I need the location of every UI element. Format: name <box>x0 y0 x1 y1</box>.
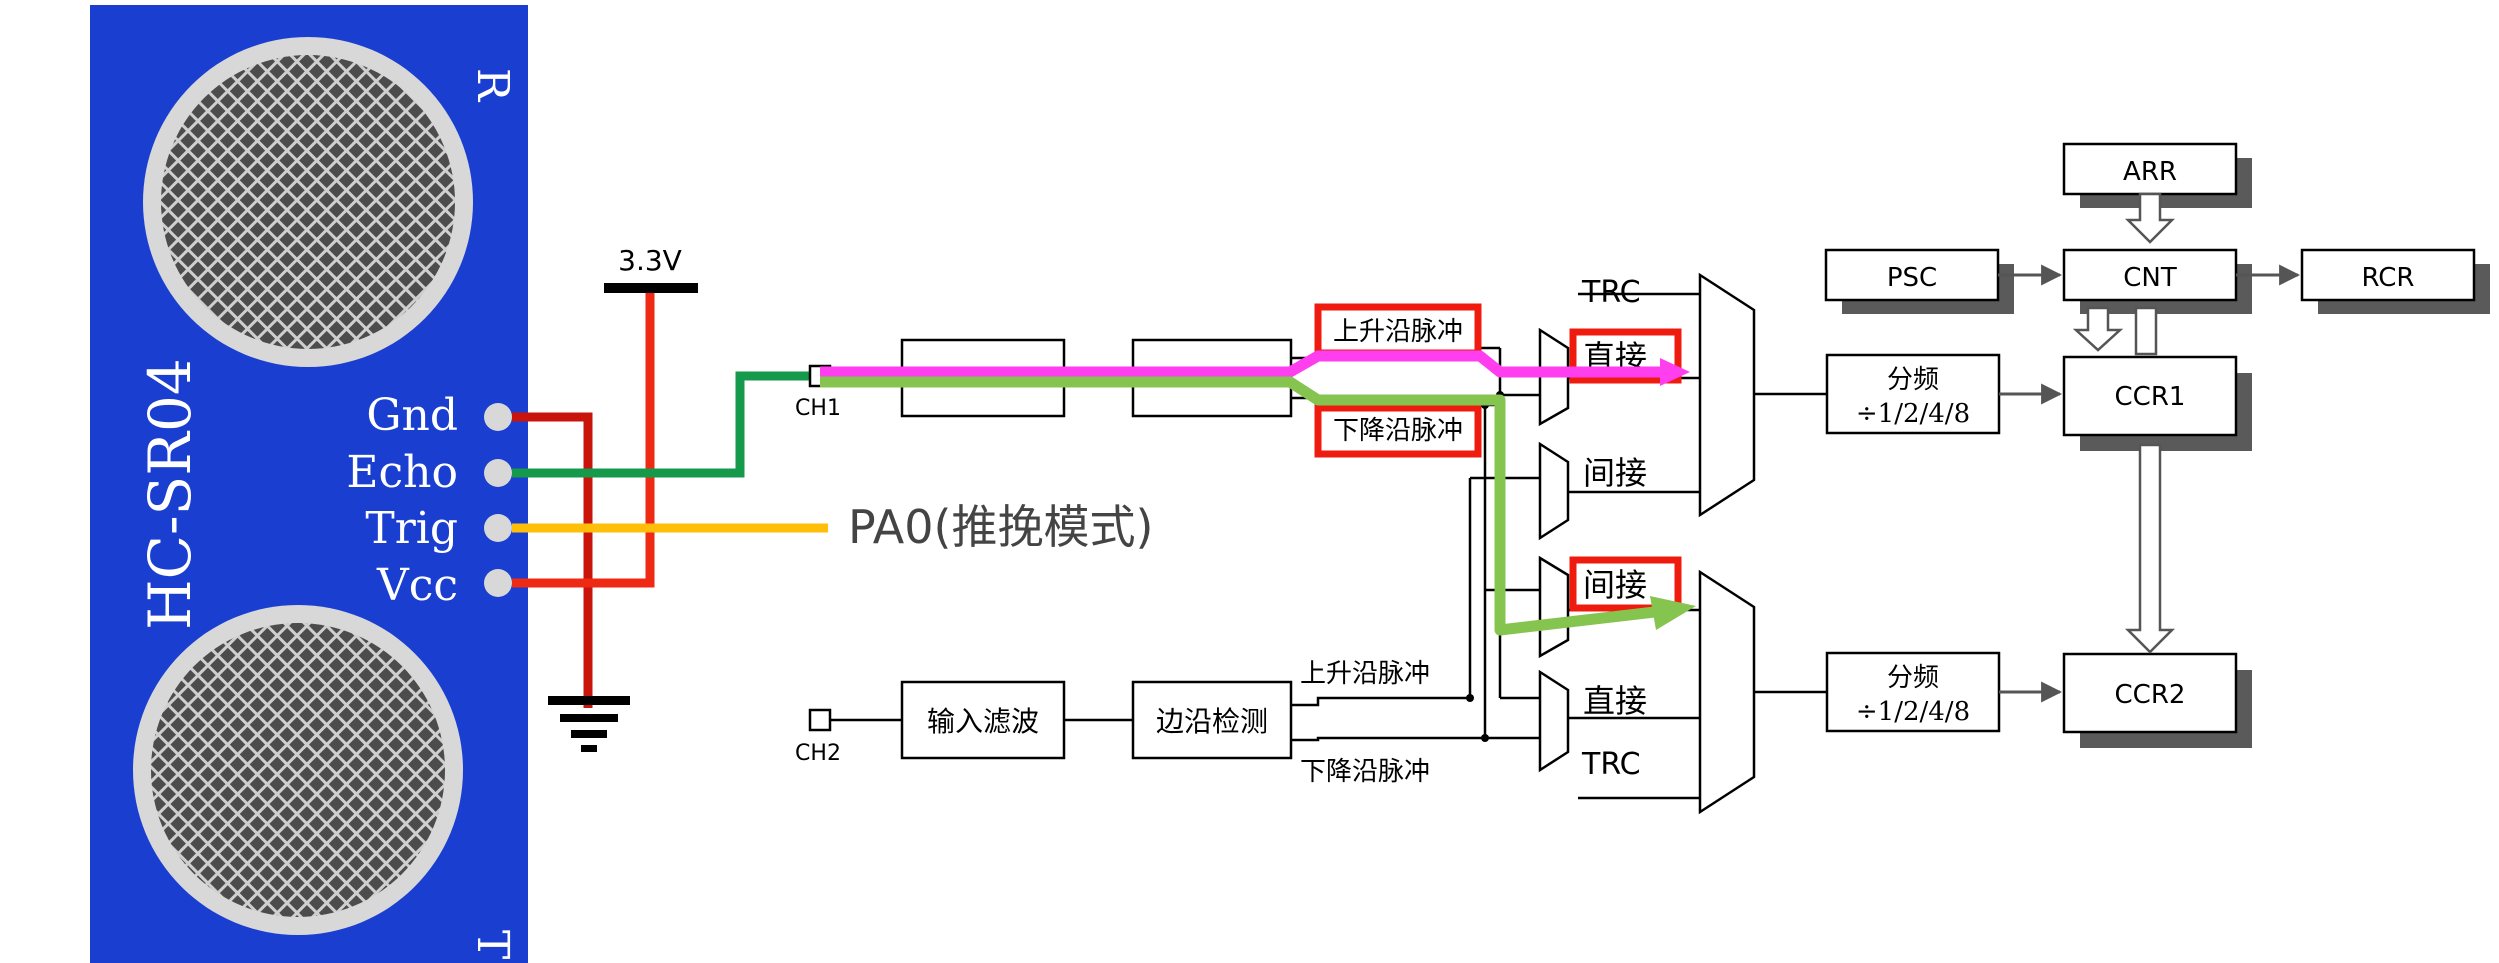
arr-label: ARR <box>2123 157 2177 187</box>
pin-vcc <box>484 569 512 597</box>
vcc-wire <box>512 290 655 588</box>
ic2-source-mux <box>1698 569 1756 815</box>
ic1-source-mux <box>1698 272 1756 518</box>
ch2-label: CH2 <box>795 741 841 766</box>
hc-sr04-board: R T HC-SR04 Gnd Echo Trig Vcc <box>90 5 528 963</box>
ch2-edge-detect-box <box>1131 680 1293 760</box>
ch1-falling-pulse-highlight: 下降沿脉冲 <box>1314 404 1482 458</box>
ccr1-label: CCR1 <box>2115 382 2186 412</box>
ccr2-label: CCR2 <box>2115 680 2186 710</box>
vcc-supply: 3.3V <box>604 244 698 293</box>
ch2-input-filter-box <box>900 680 1066 760</box>
ch2-rising-pulse-label: 上升沿脉冲 <box>1300 659 1430 689</box>
ch1-direct-highlight: 直接 <box>1569 328 1682 384</box>
supply-voltage-label: 3.3V <box>618 244 682 277</box>
ch1-prescaler-label-bottom: ÷1/2/4/8 <box>1856 399 1970 429</box>
receiver-transducer <box>143 37 473 367</box>
arr-register: ARR <box>2062 142 2238 196</box>
gnd-wire <box>512 412 593 708</box>
receiver-mark: R <box>467 68 518 103</box>
sensor-wires <box>512 290 828 708</box>
ch2-falling-pulse-label: 下降沿脉冲 <box>1300 757 1430 787</box>
trig-target-label: PA0(推挽模式) <box>848 500 1153 554</box>
ground-symbol <box>548 696 630 752</box>
echo-signal-path-highlight <box>820 350 1696 636</box>
ch1-indirect-label: 间接 <box>1583 454 1647 492</box>
ccr2-register: CCR2 <box>2062 652 2238 734</box>
channel-2-input: CH2 <box>795 708 841 766</box>
ch1-label: CH1 <box>795 396 841 421</box>
ccr1-register: CCR1 <box>2062 355 2238 437</box>
ch1-indirect-edge-mux <box>1538 441 1570 541</box>
transmitter-transducer <box>133 605 463 935</box>
ch2-trc-label: TRC <box>1581 747 1641 782</box>
board-model-label: HC-SR04 <box>136 358 204 630</box>
echo-wire <box>512 371 818 478</box>
pin-echo <box>484 459 512 487</box>
pin-label-vcc: Vcc <box>376 560 458 611</box>
ch2-edge-select-mux <box>1538 669 1570 773</box>
ch1-rising-pulse-label: 上升沿脉冲 <box>1333 317 1463 347</box>
cnt-register: CNT <box>2062 248 2238 302</box>
rcr-register: RCR <box>2300 248 2476 302</box>
pin-trig <box>484 514 512 542</box>
transmitter-mark: T <box>467 930 518 959</box>
rcr-label: RCR <box>2362 263 2415 293</box>
ch1-trc-label: TRC <box>1581 275 1641 310</box>
ch2-prescaler-label-top: 分频 <box>1887 663 1939 693</box>
falling-edge-path <box>820 376 1656 636</box>
pin-label-echo: Echo <box>346 447 458 498</box>
ch2-direct-label: 直接 <box>1583 682 1647 720</box>
ch2-edge-detect-label: 边沿检测 <box>1156 705 1268 738</box>
ch2-prescaler-label-bottom: ÷1/2/4/8 <box>1856 697 1970 727</box>
cnt-label: CNT <box>2123 263 2177 293</box>
ch2-input-filter-label: 输入滤波 <box>927 705 1039 738</box>
register-arrows <box>1998 192 2301 703</box>
pin-label-trig: Trig <box>365 503 458 554</box>
ch1-falling-pulse-label: 下降沿脉冲 <box>1333 416 1463 446</box>
ch2-indirect-edge-mux <box>1538 555 1570 659</box>
psc-label: PSC <box>1887 263 1937 293</box>
pin-gnd <box>484 403 512 431</box>
pin-label-gnd: Gnd <box>366 390 458 441</box>
ch1-prescaler-box <box>1825 353 2001 435</box>
psc-register: PSC <box>1824 248 2000 302</box>
ch1-prescaler-label-top: 分频 <box>1887 365 1939 395</box>
rising-edge-path <box>820 350 1665 378</box>
ch1-rising-pulse-highlight: 上升沿脉冲 <box>1314 303 1482 357</box>
ch2-prescaler-box <box>1825 651 2001 733</box>
ch2-indirect-label: 间接 <box>1583 566 1647 604</box>
